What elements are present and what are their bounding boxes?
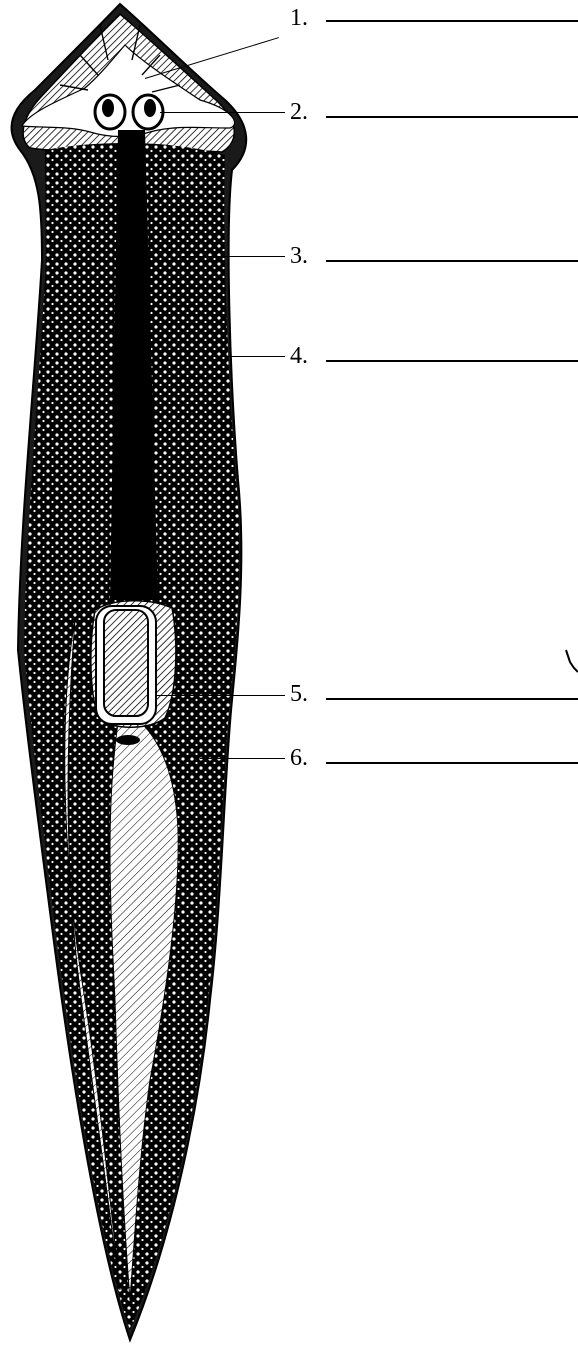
answer-line-1[interactable] [326,20,578,22]
label-6: 6. [290,746,308,770]
leader-line-6 [200,758,285,759]
label-3: 3. [290,244,308,268]
answer-line-5[interactable] [326,698,578,700]
label-2: 2. [290,100,308,124]
leader-line-5 [155,695,285,696]
leader-line-2 [160,112,285,113]
leader-line-3 [182,256,285,257]
label-5: 5. [290,682,308,706]
answer-line-3[interactable] [326,260,578,262]
label-4: 4. [290,344,308,368]
answer-line-2[interactable] [326,116,578,118]
answer-line-6[interactable] [326,762,578,764]
stray-mark [566,650,578,672]
leader-line-4 [205,356,285,357]
label-1: 1. [290,6,308,30]
answer-line-4[interactable] [326,360,578,362]
